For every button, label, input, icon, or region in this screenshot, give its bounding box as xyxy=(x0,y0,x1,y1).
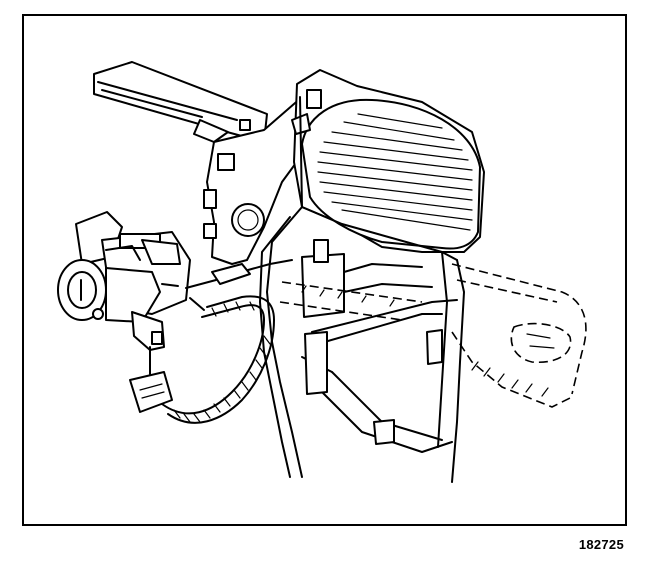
hazard-switch xyxy=(306,89,322,109)
panel-switch-2 xyxy=(203,189,217,209)
vent-housing xyxy=(291,69,485,253)
panel-switch-1 xyxy=(217,153,235,171)
upper-connector xyxy=(211,263,251,285)
dashboard-ignition-switch-diagram xyxy=(57,61,587,483)
dash-pillar xyxy=(259,96,458,478)
ignition-switch-assembly xyxy=(57,211,191,351)
figure-number: 182725 xyxy=(578,537,624,552)
panel-knob xyxy=(231,203,265,237)
lower-connector xyxy=(129,371,173,413)
upper-dash-beam xyxy=(93,61,268,143)
panel-switch-3 xyxy=(203,223,217,239)
wiring-harness xyxy=(161,259,293,424)
wiring-connectors xyxy=(129,263,251,413)
hidden-trim-panel xyxy=(279,263,587,408)
illustration-frame xyxy=(22,14,627,526)
dash-side-panel xyxy=(203,96,305,265)
glove-box-frame xyxy=(301,239,465,483)
